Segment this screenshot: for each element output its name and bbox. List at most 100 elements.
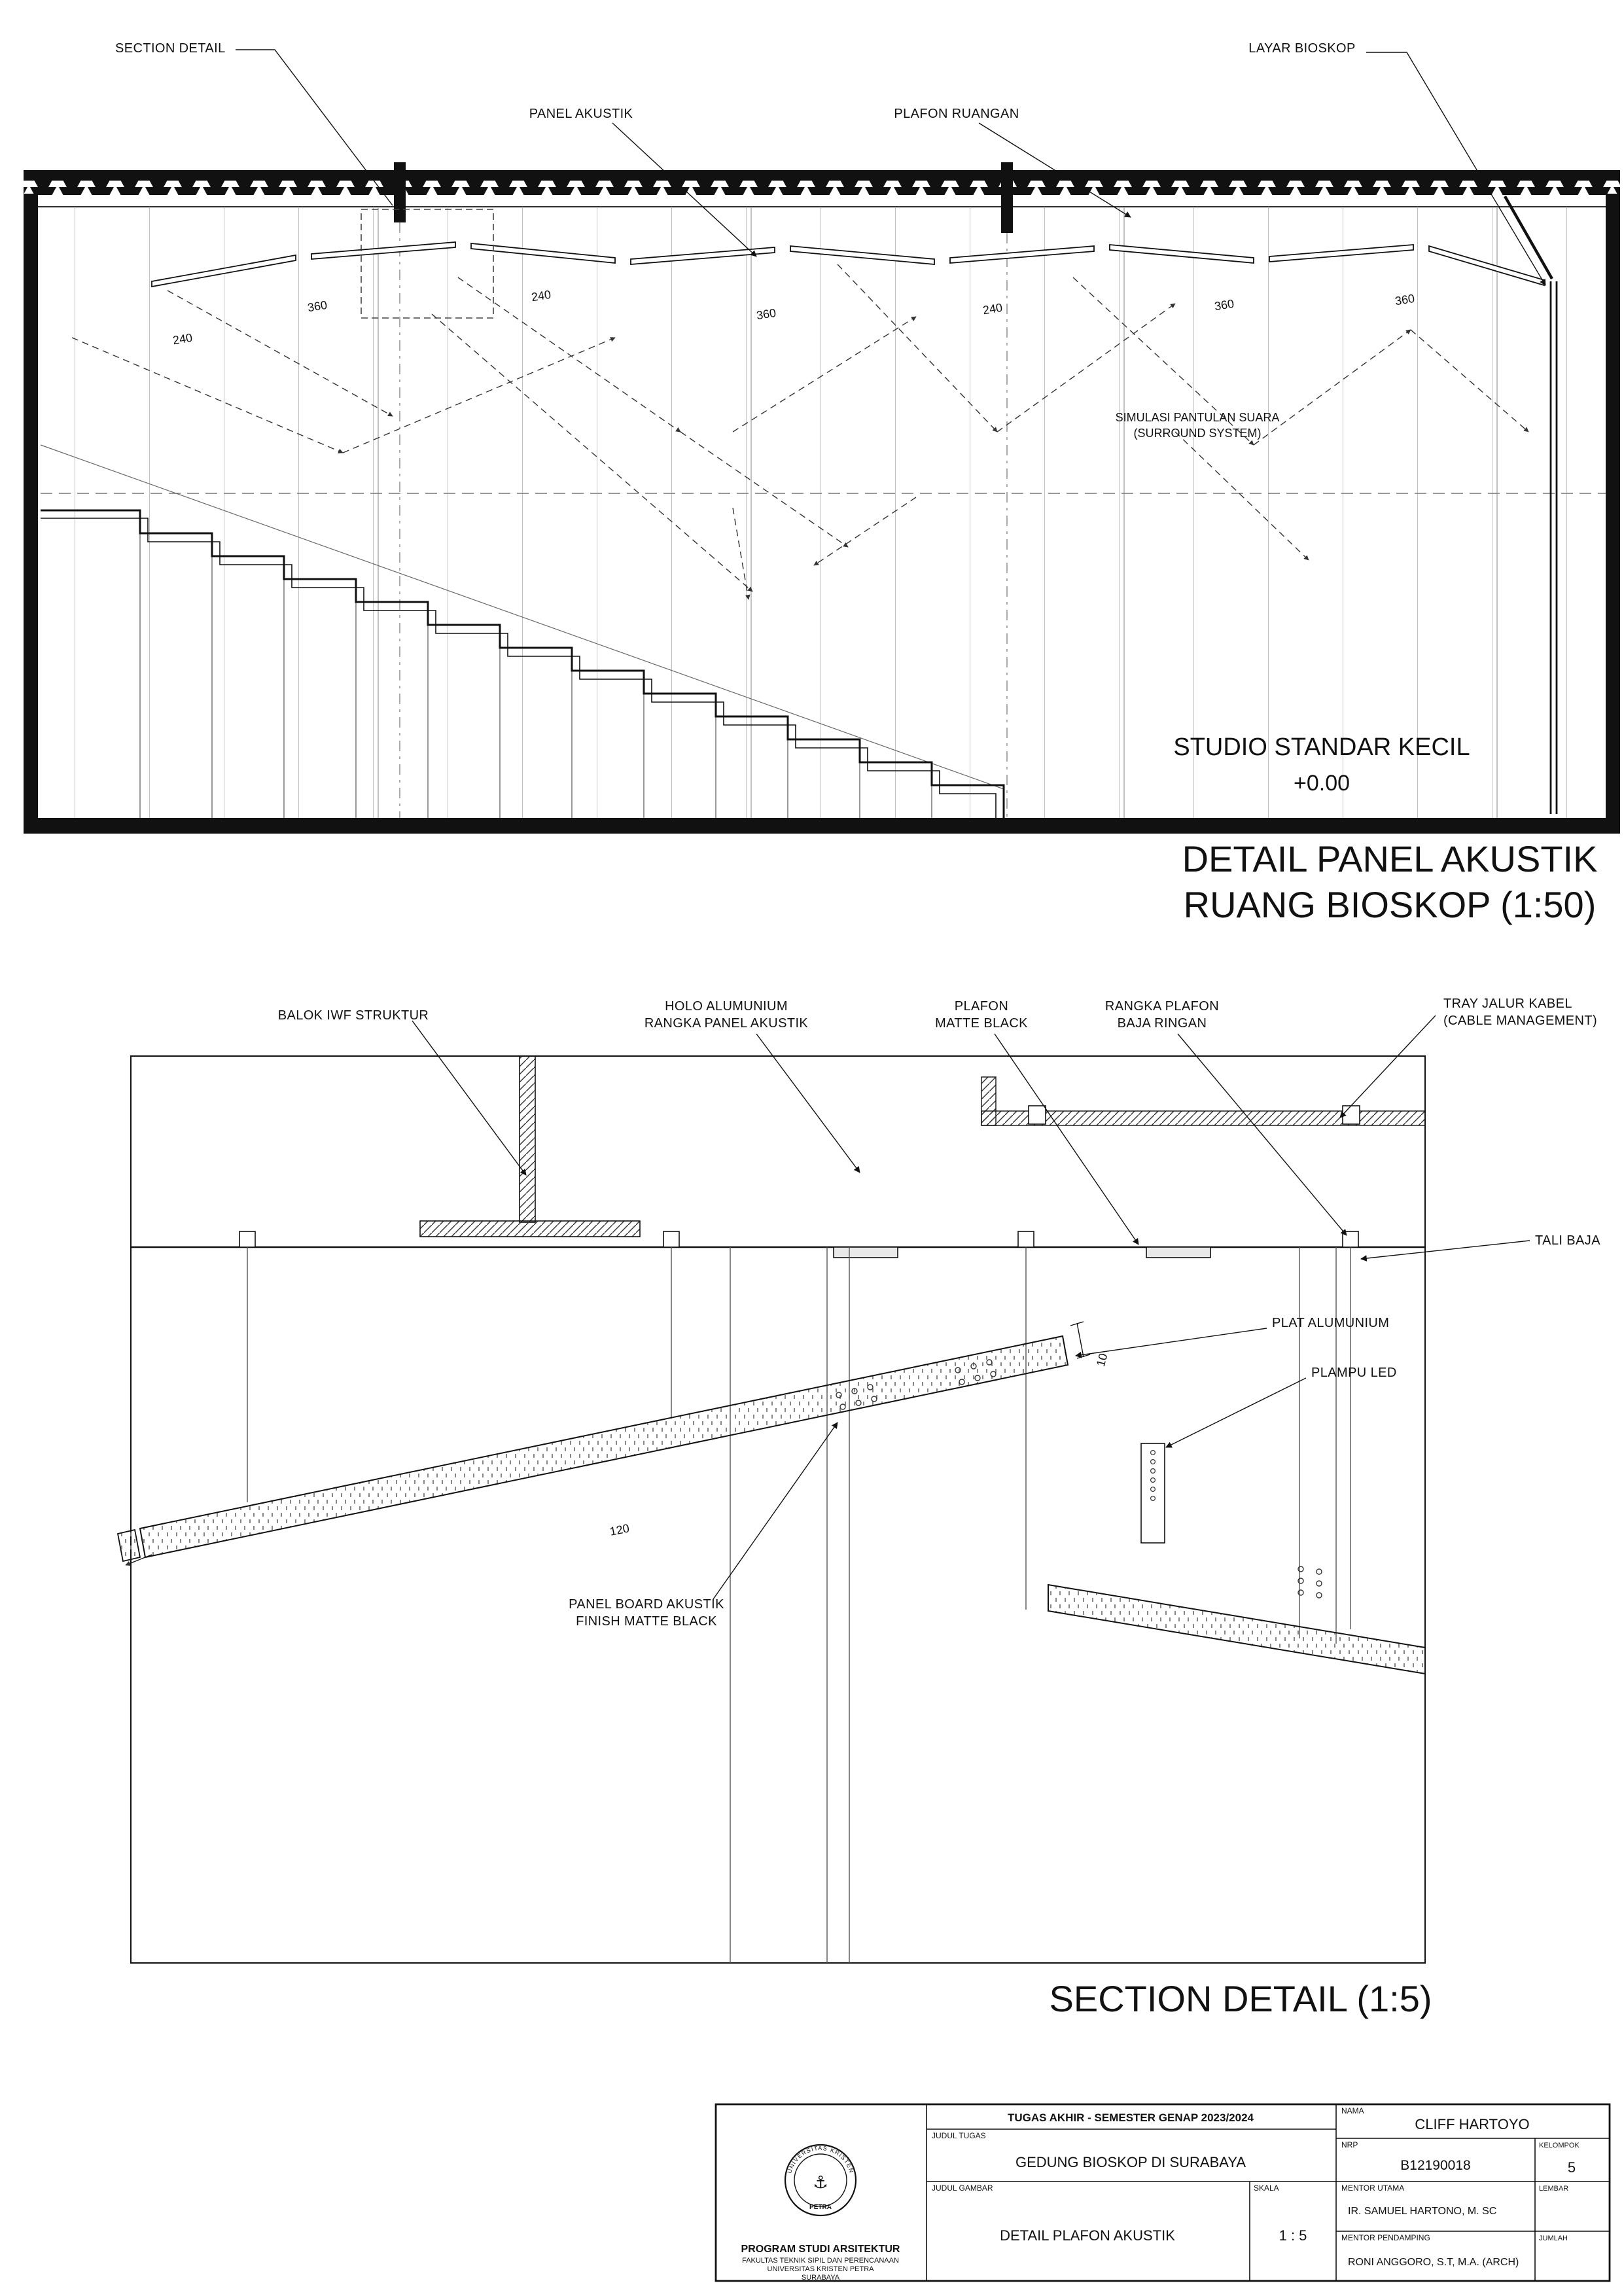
iwf-beam: [419, 1055, 641, 1237]
leader-tray: [1339, 1015, 1436, 1118]
cinema-screen-line: [1549, 281, 1558, 814]
wall-grid: [41, 207, 1603, 818]
skala-value: 1 : 5: [1279, 2227, 1307, 2244]
universitas: UNIVERSITAS KRISTEN PETRA: [768, 2265, 875, 2273]
label-section-detail: SECTION DETAIL: [115, 41, 226, 56]
dim-10-group: 10: [1070, 1321, 1110, 1368]
label-panel-board-1: PANEL BOARD AKUSTIK: [569, 1597, 724, 1612]
screen-hanger: [1504, 195, 1553, 280]
label-tray-2: (CABLE MANAGEMENT): [1443, 1014, 1597, 1028]
label-simulasi-2: (SURROUND SYSTEM): [1133, 427, 1261, 440]
leader-section-detail: [236, 49, 393, 206]
nrp-label: NRP: [1341, 2140, 1358, 2149]
section-drawing: 10 120: [116, 997, 1600, 2019]
judul-gambar-label: JUDUL GAMBAR: [932, 2183, 993, 2193]
leader-plafon-ruangan: [978, 122, 1131, 218]
section-detail-box: [361, 209, 494, 319]
cable-tray: [981, 1076, 1426, 1126]
dim-10: 10: [1094, 1352, 1110, 1368]
label-rangka-2: BAJA RINGAN: [1118, 1016, 1207, 1031]
logo-petra-text: PETRA: [809, 2204, 832, 2211]
stair-riser-lines: [139, 533, 932, 818]
panel-hanger-right: [1001, 162, 1013, 233]
mentor-utama-value: IR. SAMUEL HARTONO, M. SC: [1348, 2206, 1496, 2217]
dim-360-3: 360: [1214, 297, 1235, 313]
label-holo-1: HOLO ALUMUNIUM: [665, 999, 788, 1014]
fakultas: FAKULTAS TEKNIK SIPIL DAN PERENCANAAN: [742, 2257, 899, 2265]
leader-plafon: [994, 1033, 1139, 1245]
tribune-stairs: [40, 444, 1005, 818]
mentor-pendamping-value: RONI ANGGORO, S.T, M.A. (ARCH): [1348, 2257, 1519, 2268]
stair-inner-line: [41, 518, 997, 818]
nama-value: CLIFF HARTOYO: [1415, 2116, 1529, 2132]
title-block-grid: [926, 2104, 1610, 2281]
label-plat-alumunium: PLAT ALUMUNIUM: [1272, 1316, 1389, 1330]
panel-hanger-left: [394, 162, 406, 222]
acoustic-panels: [151, 241, 1545, 288]
label-panel-akustik: PANEL AKUSTIK: [529, 107, 633, 121]
lembar-label: LEMBAR: [1539, 2185, 1568, 2193]
tb-header: TUGAS AKHIR - SEMESTER GENAP 2023/2024: [1008, 2111, 1254, 2124]
floor-slab: [24, 818, 1620, 834]
dim-240-2: 240: [531, 288, 552, 304]
right-wall: [1606, 194, 1620, 818]
left-wall: [24, 194, 38, 818]
stair-outline: [41, 509, 1005, 818]
mentor-utama-label: MENTOR UTAMA: [1341, 2183, 1404, 2193]
label-simulasi-1: SIMULASI PANTULAN SUARA: [1116, 411, 1280, 424]
label-plafon-1: PLAFON: [955, 999, 1008, 1014]
label-tray-1: TRAY JALUR KABEL: [1443, 997, 1572, 1011]
label-rangka-1: RANGKA PLAFON: [1105, 999, 1219, 1014]
skala-label: SKALA: [1254, 2183, 1279, 2193]
title-block-border: [715, 2103, 1611, 2282]
detail-frame: [130, 1055, 1426, 1964]
leader-holo: [756, 1033, 860, 1173]
hanger-rods: [247, 1247, 1351, 1963]
top-drawing: 240 360 240 360 240 360 360: [24, 41, 1620, 925]
judul-tugas-value: GEDUNG BIOSKOP DI SURABAYA: [1015, 2154, 1246, 2170]
dim-240-1: 240: [172, 331, 194, 347]
judul-gambar-value: DETAIL PLAFON AKUSTIK: [1000, 2227, 1175, 2244]
kelompok-value: 5: [1568, 2159, 1576, 2176]
panel-bolts: [836, 1359, 997, 1410]
ceiling-hangers: [239, 1231, 1359, 1248]
dim-240-3: 240: [982, 301, 1004, 317]
sound-reflection-arrows: [71, 264, 1529, 600]
grid-double-lines: [378, 207, 1498, 818]
mentor-pendamping-label: MENTOR PENDAMPING: [1341, 2233, 1430, 2242]
panel-dimensions: 240 360 240 360 240 360 360: [172, 288, 1416, 347]
sight-line: [40, 444, 1004, 790]
led-strip: [1140, 1443, 1165, 1544]
leader-panel-akustik: [612, 122, 757, 257]
leader-plampu: [1165, 1377, 1307, 1448]
acoustic-panel-board: [116, 1335, 1069, 1566]
label-layar-bioskop: LAYAR BIOSKOP: [1248, 41, 1355, 56]
tray-clamp-1: [1028, 1105, 1046, 1125]
label-balok: BALOK IWF STRUKTUR: [278, 1008, 429, 1023]
leader-balok: [412, 1020, 527, 1176]
program-studi: PROGRAM STUDI ARSITEKTUR: [741, 2244, 900, 2255]
label-level: +0.00: [1294, 771, 1350, 796]
nrp-value: B12190018: [1400, 2158, 1470, 2173]
anchor-icon: ⚓: [813, 2172, 828, 2192]
leader-panel-board: [713, 1422, 838, 1600]
section-leaders: [412, 1015, 1530, 1600]
acoustic-panel-lower: [1048, 1566, 1426, 1675]
label-plampu-led: PLAMPU LED: [1311, 1366, 1397, 1380]
dim-360-1: 360: [307, 298, 328, 314]
top-leaders: [236, 49, 1546, 286]
roof-corrugation: [24, 181, 1620, 195]
dim-360-2: 360: [756, 306, 777, 322]
label-tali-baja: TALI BAJA: [1535, 1233, 1600, 1248]
panel-end-arrow: [125, 1554, 152, 1566]
plafon-panel-1: [833, 1246, 898, 1258]
top-drawing-title-1: DETAIL PANEL AKUSTIK: [1182, 838, 1598, 879]
label-panel-board-2: FINISH MATTE BLACK: [576, 1614, 717, 1629]
jumlah-label: JUMLAH: [1539, 2234, 1568, 2242]
judul-tugas-label: JUDUL TUGAS: [932, 2131, 986, 2140]
leader-plat: [1075, 1328, 1267, 1358]
roof-slab: [24, 170, 1620, 181]
label-plafon-2: MATTE BLACK: [935, 1016, 1028, 1031]
